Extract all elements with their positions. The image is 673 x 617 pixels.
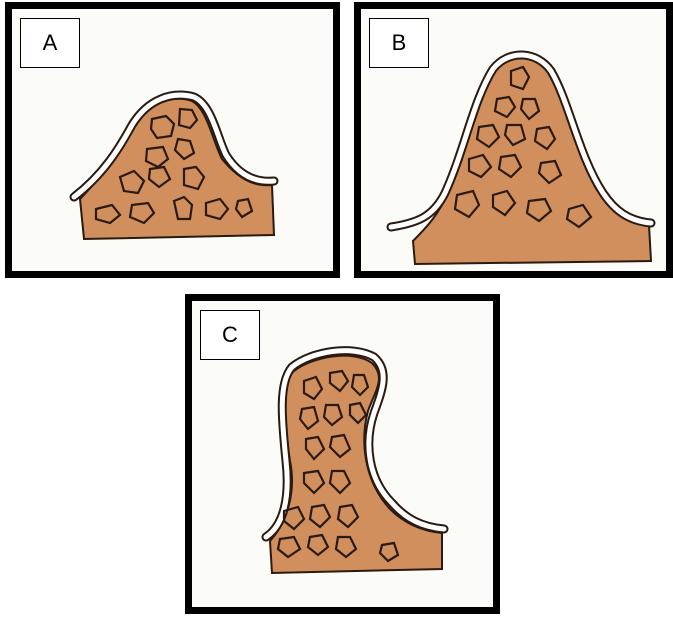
- bump-b-drawing: [361, 9, 666, 271]
- panel-c: C: [185, 294, 500, 614]
- panel-a: A: [5, 2, 340, 278]
- panel-b: B: [354, 2, 673, 278]
- bump-a-drawing: [12, 9, 333, 271]
- tissue-body: [413, 58, 651, 264]
- bump-c-drawing: [192, 301, 493, 607]
